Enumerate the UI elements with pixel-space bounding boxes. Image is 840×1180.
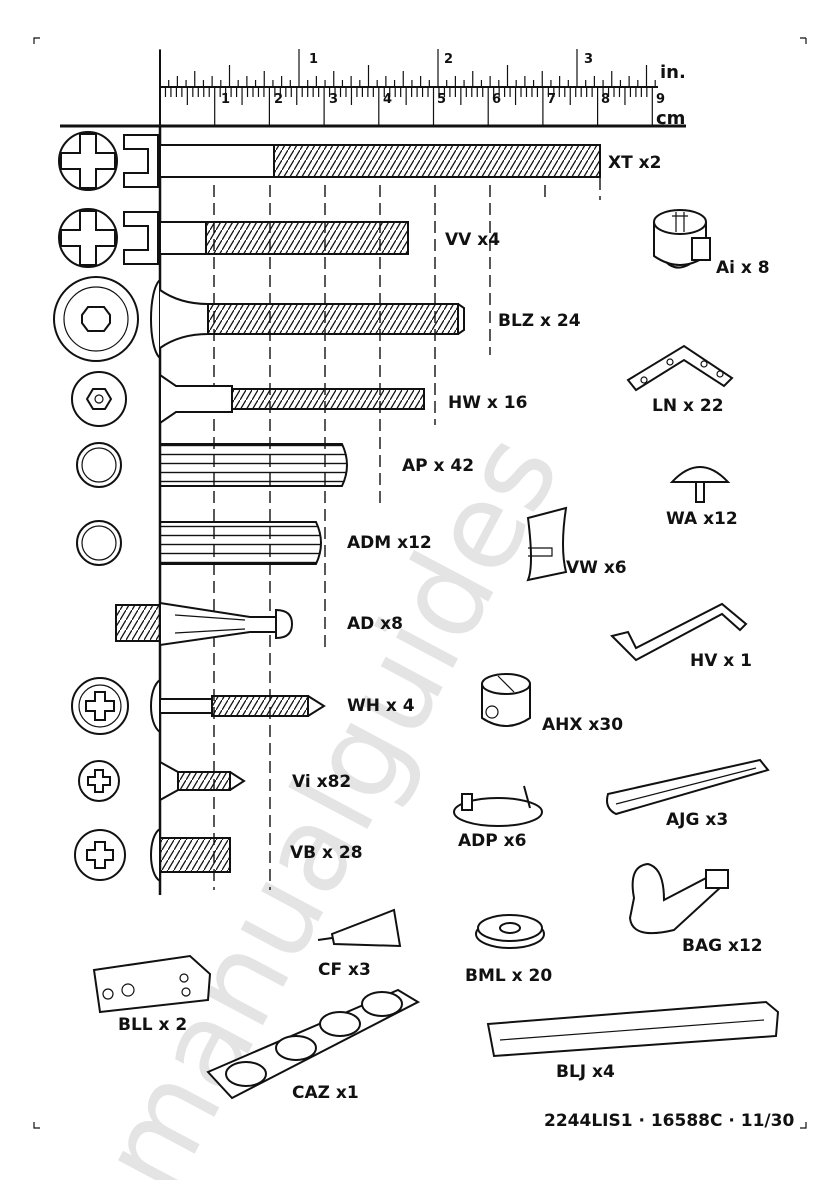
xt-head-icon <box>59 132 158 190</box>
cm-label-6: 6 <box>492 92 501 107</box>
inch-label-2: 2 <box>444 52 453 67</box>
part-ajg: AJG x3 <box>607 760 768 830</box>
inch-label-1: 1 <box>309 52 318 67</box>
label-ajg: AJG x3 <box>666 810 728 830</box>
wh-thread <box>212 696 308 716</box>
label-ai: Ai x 8 <box>716 258 770 278</box>
watermark: manualguides <box>73 413 586 1180</box>
vv-thread <box>206 222 408 254</box>
part-adp: ADP x6 <box>454 786 542 851</box>
label-ad: AD x8 <box>347 614 403 634</box>
ap-dowel <box>160 444 347 486</box>
adm-dowel <box>160 522 321 564</box>
dowel-end-icon <box>77 521 121 565</box>
barrel-nut-icon <box>482 674 530 726</box>
blz-thread <box>208 304 458 334</box>
part-ap: AP x 42 <box>77 443 474 487</box>
ad-thread <box>116 605 160 641</box>
hex-socket-head-icon <box>54 277 138 361</box>
label-ahx: AHX x30 <box>542 715 623 735</box>
pozi-head-icon <box>79 761 119 801</box>
label-adp: ADP x6 <box>458 831 526 851</box>
part-vv: VV x4 <box>59 209 500 267</box>
label-adm: ADM x12 <box>347 533 432 553</box>
cm-label-7: 7 <box>547 92 556 107</box>
cm-label-1: 1 <box>221 92 230 107</box>
label-vv: VV x4 <box>445 230 500 250</box>
vi-thread <box>178 772 230 790</box>
cm-label-8: 8 <box>601 92 610 107</box>
hex-head-icon <box>72 372 126 426</box>
cam-lock-icon <box>654 210 710 268</box>
label-hv: HV x 1 <box>690 651 752 671</box>
label-wa: WA x12 <box>666 509 738 529</box>
label-bml: BML x 20 <box>465 966 552 986</box>
part-vw: VW x6 <box>528 508 627 580</box>
bar-icon <box>488 1002 778 1056</box>
label-ap: AP x 42 <box>402 456 474 476</box>
page-footer: 2244LIS1 · 16588C · 11/30 <box>544 1111 794 1131</box>
label-wh: WH x 4 <box>347 696 415 716</box>
label-bll: BLL x 2 <box>118 1015 187 1035</box>
ruler: 1 2 3 in. 1 2 3 4 5 6 7 8 9 cm <box>60 49 686 129</box>
cm-label-5: 5 <box>437 92 446 107</box>
inch-unit: in. <box>660 62 686 83</box>
label-bag: BAG x12 <box>682 936 763 956</box>
part-blj: BLJ x4 <box>488 1002 778 1082</box>
label-caz: CAZ x1 <box>292 1083 359 1103</box>
dowel-end-icon <box>77 443 121 487</box>
rail-icon <box>607 760 768 814</box>
label-xt: XT x2 <box>608 153 661 173</box>
label-vw: VW x6 <box>566 558 627 578</box>
part-hw: HW x 16 <box>72 372 527 426</box>
clip-icon <box>528 508 566 580</box>
hw-head <box>160 375 232 423</box>
cm-label-2: 2 <box>274 92 283 107</box>
pozi-head-icon <box>72 678 128 734</box>
cm-unit: cm <box>656 108 685 129</box>
label-vi: Vi x82 <box>292 772 351 792</box>
part-ai: Ai x 8 <box>654 210 770 278</box>
vv-head-icon <box>59 209 158 267</box>
label-blj: BLJ x4 <box>556 1062 615 1082</box>
cm-label-3: 3 <box>329 92 338 107</box>
xt-shaft <box>160 145 274 177</box>
part-xt: XT x2 <box>59 132 661 190</box>
part-ln: LN x 22 <box>628 346 732 416</box>
inch-label-3: 3 <box>584 52 593 67</box>
vv-shaft <box>160 222 206 254</box>
cm-label-4: 4 <box>383 92 392 107</box>
label-ln: LN x 22 <box>652 396 724 416</box>
part-ahx: AHX x30 <box>482 674 623 735</box>
label-cf: CF x3 <box>318 960 371 980</box>
pozi-head-icon <box>75 830 125 880</box>
part-adm: ADM x12 <box>77 521 432 565</box>
label-vb: VB x 28 <box>290 843 363 863</box>
part-hv: HV x 1 <box>612 604 752 671</box>
label-blz: BLZ x 24 <box>498 311 581 331</box>
part-blz: BLZ x 24 <box>54 277 581 361</box>
ad-body <box>160 603 276 645</box>
xt-thread <box>274 145 600 177</box>
blz-head <box>151 280 160 358</box>
hw-thread <box>232 389 424 409</box>
label-hw: HW x 16 <box>448 393 527 413</box>
part-wa: WA x12 <box>666 467 738 529</box>
cap-icon <box>672 467 728 482</box>
vb-thread <box>160 838 230 872</box>
cm-label-9: 9 <box>656 92 665 107</box>
part-bag: BAG x12 <box>630 864 763 956</box>
part-bml: BML x 20 <box>465 915 552 986</box>
